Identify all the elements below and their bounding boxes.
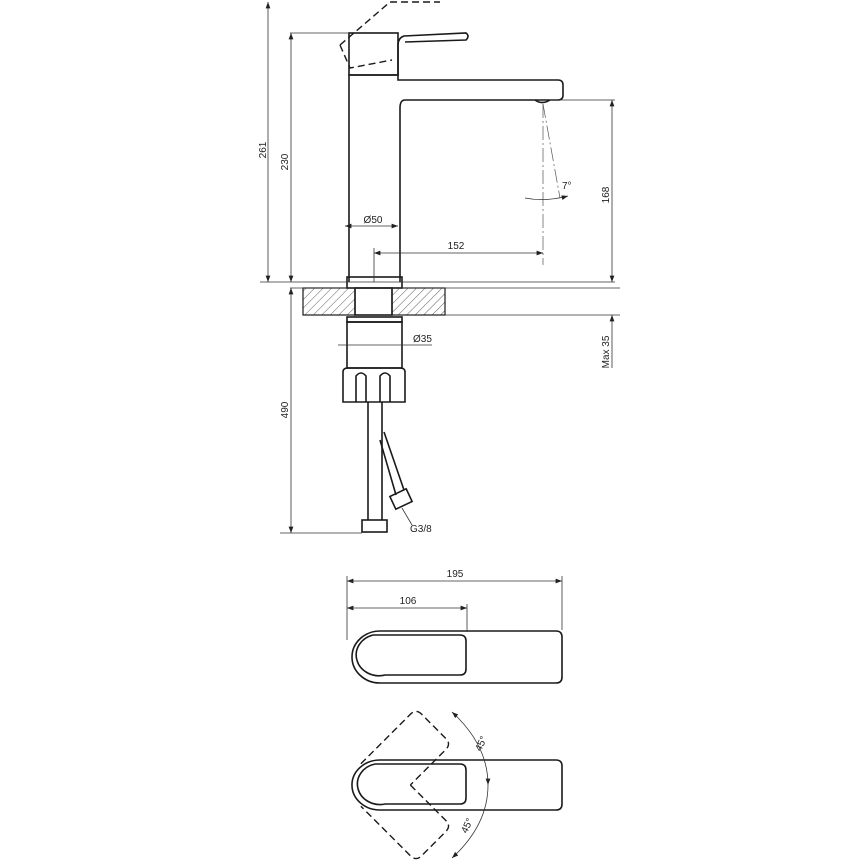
- dim-490: 490: [280, 401, 291, 418]
- top-handle-outline: [351, 630, 563, 684]
- rotation-view: 45° 45°: [351, 710, 563, 860]
- aerator: [534, 99, 551, 104]
- top-view: 195 106: [346, 569, 563, 684]
- shank-through: [354, 287, 393, 316]
- rotation-handle-outline: [351, 759, 563, 811]
- rotated-handle-down-dashed: [360, 784, 450, 860]
- hose-nut-secondary: [388, 487, 414, 511]
- label-g38: G3/8: [410, 524, 432, 535]
- dim-230: 230: [280, 153, 291, 170]
- ribbed-nut: [342, 367, 406, 403]
- dim-261: 261: [258, 141, 269, 158]
- dim-d35: Ø35: [413, 334, 432, 345]
- dim-d50: Ø50: [364, 215, 383, 226]
- dim-152: 152: [448, 241, 465, 252]
- hose-nut-main: [361, 519, 388, 533]
- spout-top: [397, 32, 469, 75]
- dimensions-side: 261 230 168 7° Ø50 152 Max 35 Ø35 490 G3…: [258, 2, 620, 535]
- countertop-left: [302, 287, 356, 316]
- faucet-body: [348, 74, 564, 282]
- flange: [346, 276, 403, 289]
- dim-195: 195: [447, 569, 464, 580]
- dim-45-upper: 45°: [474, 735, 490, 753]
- countertop-right: [391, 287, 446, 316]
- dim-106: 106: [400, 596, 417, 607]
- dim-168: 168: [601, 186, 612, 203]
- side-view: [302, 1, 569, 533]
- dim-max35: Max 35: [601, 335, 612, 368]
- rotated-handle-up-dashed: [360, 710, 450, 786]
- hose-main: [367, 402, 383, 520]
- dim-7-deg: 7°: [562, 181, 572, 192]
- hose-secondary: [379, 431, 405, 496]
- handle-lever-alt-dashed: [339, 1, 440, 69]
- handle-cartridge: [348, 32, 399, 76]
